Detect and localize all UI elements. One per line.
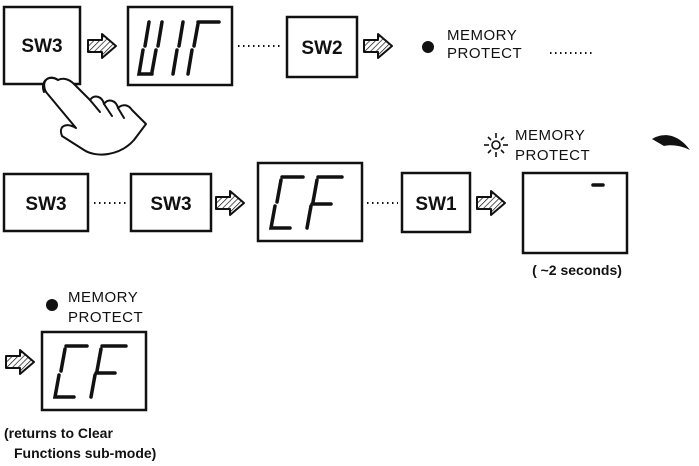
segment-readout	[136, 20, 221, 76]
segment-readout	[268, 175, 344, 230]
sw3-button-row2-a[interactable]: SW3	[2, 172, 90, 233]
hatched-arrow-icon	[215, 190, 245, 216]
hatched-arrow-icon	[363, 33, 393, 59]
row2: SW3 SW3 CF SW1	[2, 127, 690, 278]
row3: MEMORY PROTECT CF (returns to Clear Func…	[4, 289, 156, 461]
returns-note-line2: Functions sub-mode)	[14, 445, 156, 461]
memory-protect-line2: PROTECT	[447, 45, 522, 62]
sw3-button-row1[interactable]: SW3	[2, 5, 82, 86]
memory-protect-line1: MEMORY	[68, 289, 138, 306]
segment-readout	[52, 344, 128, 399]
display-cf-final: CF	[40, 330, 148, 412]
memory-protect-line2: PROTECT	[68, 309, 143, 326]
display-cf: CF	[256, 161, 364, 243]
sw3-label: SW3	[21, 36, 62, 57]
memory-protect-line1: MEMORY	[515, 127, 585, 144]
memory-protect-line2: PROTECT	[515, 147, 590, 164]
hand-press-icon	[42, 76, 147, 156]
blinking-led-icon	[484, 133, 508, 157]
hatched-arrow-icon	[87, 33, 117, 59]
hatched-arrow-icon	[476, 190, 506, 216]
hatched-arrow-icon	[5, 349, 35, 375]
display-ui: UI	[126, 5, 234, 87]
duration-note: ( ~2 seconds)	[532, 262, 622, 278]
sw3-button-row2-b[interactable]: SW3	[129, 172, 213, 233]
sw1-label: SW1	[415, 194, 457, 215]
pen-tip-icon	[652, 135, 690, 150]
led-dot-icon	[422, 41, 434, 53]
returns-note-line1: (returns to Clear	[4, 425, 113, 441]
sw2-label: SW2	[301, 38, 342, 59]
led-dot-icon	[46, 299, 58, 311]
sw3-label: SW3	[150, 194, 191, 215]
row1: SW3 UI SW2 MEMORY PR	[2, 5, 594, 156]
sw1-button[interactable]: SW1	[400, 171, 472, 234]
sw3-label: SW3	[25, 194, 66, 215]
memory-protect-line1: MEMORY	[447, 27, 517, 44]
sw2-button[interactable]: SW2	[285, 15, 359, 79]
display-blank	[521, 171, 629, 255]
